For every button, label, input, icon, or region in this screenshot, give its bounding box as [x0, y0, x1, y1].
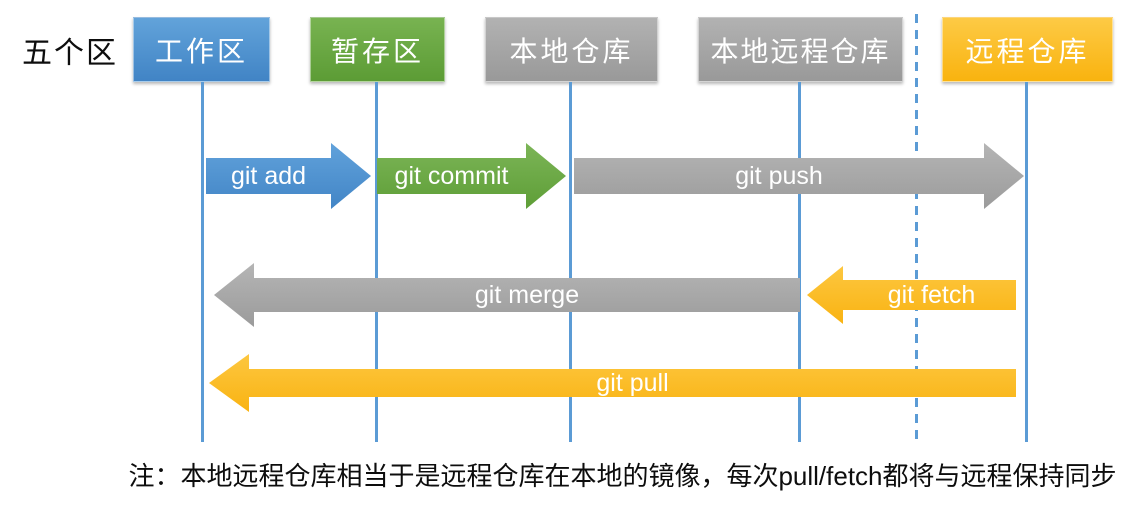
- arrow-label: git commit: [394, 161, 509, 190]
- area-label: 远程仓库: [965, 35, 1090, 67]
- area-box-local-repo: 本地仓库: [485, 17, 658, 82]
- area-label: 工作区: [154, 35, 248, 67]
- lifeline-local-remote-repo: [798, 82, 801, 442]
- lifeline-local-repo: [569, 82, 572, 442]
- area-label: 暂存区: [330, 35, 424, 67]
- area-label: 本地仓库: [509, 35, 634, 67]
- arrow-label: git add: [230, 161, 307, 190]
- lifeline-working-dir: [201, 82, 204, 442]
- git-fetch-arrow: git fetch: [807, 266, 1016, 324]
- arrow-label: git pull: [596, 368, 669, 397]
- page-title: 五个区: [22, 37, 118, 70]
- arrow-label: git merge: [474, 280, 580, 309]
- arrow-label: git push: [735, 161, 823, 190]
- git-add-arrow: git add: [206, 143, 371, 209]
- git-pull-arrow: git pull: [209, 354, 1016, 412]
- area-box-working-dir: 工作区: [133, 17, 270, 82]
- footnote: 注：本地远程仓库相当于是远程仓库在本地的镜像，每次pull/fetch都将与远程…: [128, 461, 1117, 491]
- area-box-remote-repo: 远程仓库: [942, 17, 1113, 82]
- dashed-divider-line: [915, 14, 918, 442]
- git-merge-arrow: git merge: [214, 263, 800, 327]
- arrow-label: git fetch: [887, 280, 976, 309]
- lifeline-remote-repo: [1025, 82, 1028, 442]
- area-box-staging: 暂存区: [310, 17, 445, 82]
- area-box-local-remote-repo: 本地远程仓库: [698, 17, 903, 82]
- lifeline-staging: [375, 82, 378, 442]
- git-commit-arrow: git commit: [377, 143, 566, 209]
- area-label: 本地远程仓库: [710, 35, 891, 67]
